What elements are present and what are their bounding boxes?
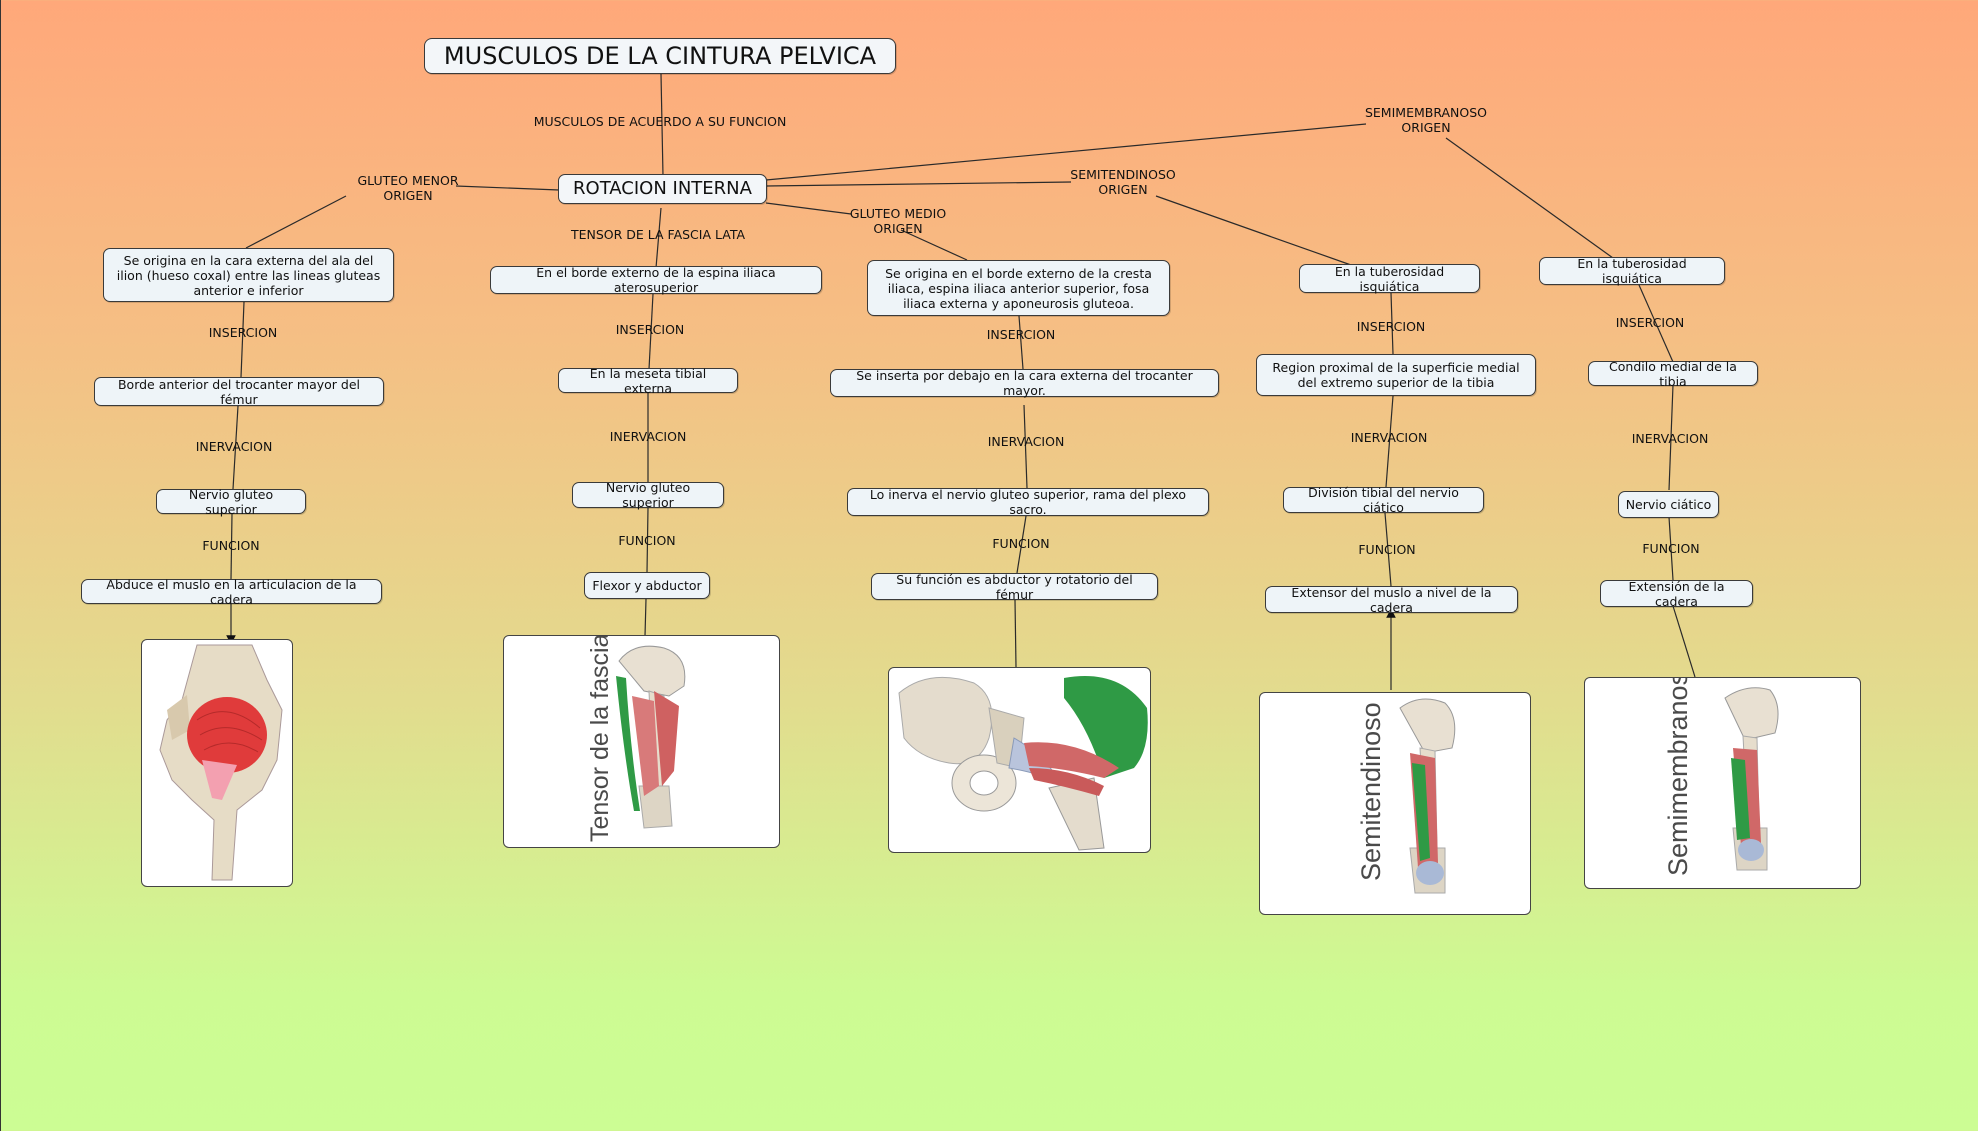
link-label-gluteo-menor: GLUTEO MENOR ORIGEN bbox=[357, 173, 459, 203]
semitendinoso-muscle-green bbox=[1412, 763, 1430, 861]
node-tensor-origen[interactable]: En el borde externo de la espina iliaca … bbox=[490, 265, 822, 295]
hip-bone-illustration bbox=[159, 644, 283, 881]
image-tensor-fascia-lata: Tensor de la fascia lata bbox=[503, 635, 780, 848]
leg-illustration-tensor bbox=[616, 645, 686, 829]
link-label-inervacion-1: INERVACION bbox=[195, 439, 273, 454]
leg-illustration-semimembranoso bbox=[1724, 687, 1779, 871]
link-label-inervacion-4: INERVACION bbox=[1350, 430, 1428, 445]
map-title: MUSCULOS DE LA CINTURA PELVICA bbox=[424, 38, 896, 74]
link-label-inervacion-3: INERVACION bbox=[987, 434, 1065, 449]
semimembranoso-muscle-green bbox=[1731, 758, 1750, 840]
link-label-acuerdo: MUSCULOS DE ACUERDO A SU FUNCION bbox=[533, 114, 787, 129]
node-semitendinoso-insercion[interactable]: Region proximal de la superficie medial … bbox=[1256, 354, 1536, 396]
link-label-insercion-1: INSERCION bbox=[208, 325, 278, 340]
node-gluteo-medio-funcion[interactable]: Su función es abductor y rotatorio del f… bbox=[871, 572, 1158, 602]
link-label-funcion-2: FUNCION bbox=[618, 533, 676, 548]
node-semitendinoso-funcion[interactable]: Extensor del muslo a nivel de la cadera bbox=[1265, 585, 1518, 615]
image-semitendinoso: Semitendinoso bbox=[1259, 692, 1531, 915]
node-gluteo-menor-inervacion[interactable]: Nervio gluteo superior bbox=[156, 487, 306, 517]
link-label-insercion-5: INSERCION bbox=[1615, 315, 1685, 330]
node-semimembranoso-origen[interactable]: En la tuberosidad isquiática bbox=[1539, 256, 1725, 286]
link-label-funcion-4: FUNCION bbox=[1358, 542, 1416, 557]
gluteo-medio-muscle-green bbox=[1064, 676, 1148, 778]
node-semimembranoso-funcion[interactable]: Extensión de la cadera bbox=[1600, 579, 1753, 609]
link-label-insercion-3: INSERCION bbox=[986, 327, 1056, 342]
node-semitendinoso-inervacion[interactable]: División tibial del nervio ciático bbox=[1283, 485, 1484, 515]
node-gluteo-menor-origen[interactable]: Se origina en la cara externa del ala de… bbox=[103, 248, 394, 302]
link-label-semitendinoso: SEMITENDINOSO ORIGEN bbox=[1070, 167, 1176, 197]
node-gluteo-medio-inervacion[interactable]: Lo inerva el nervio gluteo superior, ram… bbox=[847, 487, 1209, 517]
node-gluteo-menor-funcion[interactable]: Abduce el muslo en la articulacion de la… bbox=[81, 577, 382, 607]
link-label-funcion-1: FUNCION bbox=[202, 538, 260, 553]
link-label-semimembranoso: SEMIMEMBRANOSO ORIGEN bbox=[1364, 105, 1488, 135]
tensor-muscle-green bbox=[616, 676, 640, 811]
image-semimembranoso: Semimembranoso bbox=[1584, 677, 1861, 889]
link-label-funcion-5: FUNCION bbox=[1642, 541, 1700, 556]
link-label-funcion-3: FUNCION bbox=[992, 536, 1050, 551]
link-label-inervacion-2: INERVACION bbox=[609, 429, 687, 444]
leg-illustration-semitendinoso bbox=[1399, 698, 1456, 894]
node-gluteo-medio-insercion[interactable]: Se inserta por debajo en la cara externa… bbox=[830, 368, 1219, 398]
node-gluteo-menor-insercion[interactable]: Borde anterior del trocanter mayor del f… bbox=[94, 377, 384, 407]
node-semitendinoso-origen[interactable]: En la tuberosidad isquiática bbox=[1299, 264, 1480, 294]
node-tensor-inervacion[interactable]: Nervio gluteo superior bbox=[572, 480, 724, 510]
node-semimembranoso-insercion[interactable]: Condilo medial de la tibia bbox=[1588, 359, 1758, 389]
hub-node-rotacion-interna[interactable]: ROTACION INTERNA bbox=[558, 174, 767, 204]
link-label-insercion-2: INSERCION bbox=[615, 322, 685, 337]
link-label-inervacion-5: INERVACION bbox=[1631, 431, 1709, 446]
link-label-gluteo-medio: GLUTEO MEDIO ORIGEN bbox=[849, 206, 947, 236]
node-tensor-insercion[interactable]: En la meseta tibial externa bbox=[558, 366, 738, 396]
image-gluteo-medio bbox=[888, 667, 1151, 853]
node-gluteo-medio-origen[interactable]: Se origina en el borde externo de la cre… bbox=[867, 260, 1170, 316]
link-label-tensor: TENSOR DE LA FASCIA LATA bbox=[570, 227, 746, 242]
gluteo-menor-muscle-shape bbox=[187, 697, 267, 773]
image-gluteo-menor bbox=[141, 639, 293, 887]
link-label-insercion-4: INSERCION bbox=[1356, 319, 1426, 334]
node-tensor-funcion[interactable]: Flexor y abductor bbox=[584, 572, 710, 599]
node-semimembranoso-inervacion[interactable]: Nervio ciático bbox=[1618, 491, 1719, 518]
pelvis-illustration bbox=[898, 676, 1148, 851]
